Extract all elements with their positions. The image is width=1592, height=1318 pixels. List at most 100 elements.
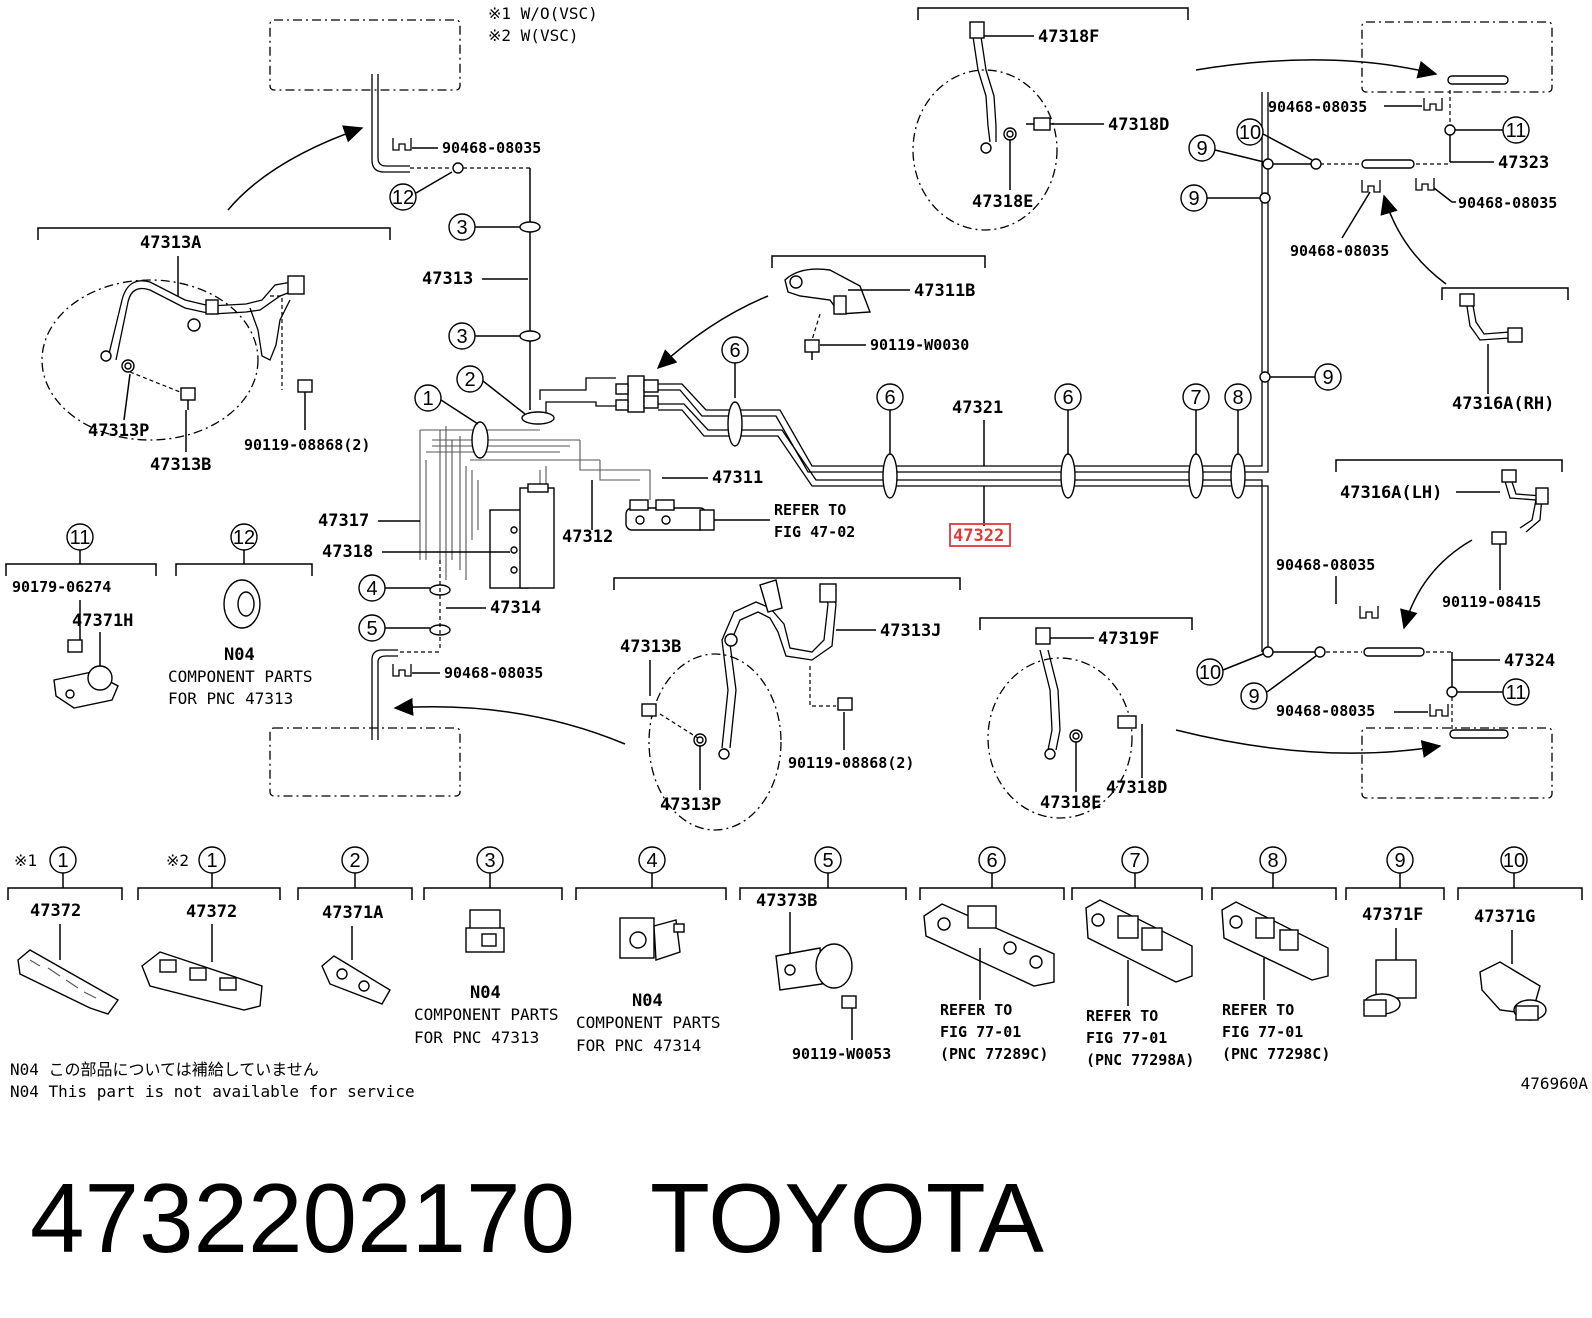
label-47318F: 47318F [1038, 27, 1099, 47]
svg-text:6: 6 [1062, 387, 1073, 409]
callout-6-legend: 6 [978, 846, 1006, 874]
svg-text:6: 6 [729, 340, 740, 362]
callout-1-legend-b: 1 [198, 846, 226, 874]
callout-3-upper: 3 [448, 213, 541, 241]
clip-47372-b [141, 951, 263, 1011]
wheel-box-rear-right-top [1361, 21, 1553, 93]
label-47313B-left: 47313B [150, 455, 211, 475]
label-47313B-mid: 47313B [620, 637, 681, 657]
callout-6-a: 6 [721, 336, 749, 447]
callout-11-top: 11 [1455, 116, 1530, 144]
label-component-parts-12b: FOR PNC 47313 [168, 689, 293, 708]
label-47323: 47323 [1498, 153, 1549, 173]
svg-text:4: 4 [646, 850, 657, 872]
label-90119-08415: 90119-08415 [1442, 593, 1541, 611]
legend-8-pnc: (PNC 77298C) [1222, 1045, 1330, 1063]
wheel-box-front-left-bottom [269, 727, 461, 797]
legend-component-parts-3a: COMPONENT PARTS [414, 1005, 559, 1024]
legend-6-pnc: (PNC 77289C) [940, 1045, 1048, 1063]
label-47317: 47317 [318, 511, 369, 531]
label-47322: 47322 [953, 526, 1004, 546]
callout-7: 7 [1182, 383, 1210, 499]
clip-47372-a [17, 949, 120, 1015]
bracket-47311B [784, 268, 871, 315]
figure-code: 476960A [1521, 1074, 1589, 1093]
label-90468-08035-b: 90468-08035 [444, 664, 543, 682]
legend-component-parts-4b: FOR PNC 47314 [576, 1036, 701, 1055]
svg-text:8: 8 [1267, 850, 1278, 872]
svg-text:7: 7 [1190, 387, 1201, 409]
legend-6-refer: REFER TO [940, 1001, 1012, 1019]
legend-7-refer: REFER TO [1086, 1007, 1158, 1025]
flow-arrow-47316A-RH [1380, 194, 1447, 285]
label-47311B: 47311B [914, 281, 975, 301]
svg-text:10: 10 [1503, 850, 1525, 872]
label-component-parts-12a: COMPONENT PARTS [168, 667, 313, 686]
svg-text:5: 5 [366, 618, 377, 640]
callout-4-main: 4 [358, 574, 451, 602]
brake-line-47322 [658, 403, 1263, 652]
svg-text:9: 9 [1248, 686, 1259, 708]
label-90179-06274: 90179-06274 [12, 578, 111, 596]
svg-text:1: 1 [206, 850, 217, 872]
label-n04-12: N04 [224, 645, 255, 665]
label-47311: 47311 [712, 468, 763, 488]
svg-text:9: 9 [1394, 850, 1405, 872]
callout-10-bottom: 10 [1196, 653, 1264, 686]
label-47318E-top: 47318E [972, 192, 1033, 212]
callout-1-legend-a: 1 [49, 846, 77, 874]
label-47324: 47324 [1504, 651, 1555, 671]
legend-47372-a: 47372 [30, 901, 81, 921]
callout-5-main: 5 [358, 614, 451, 642]
clip-47371F [1363, 959, 1417, 1017]
legend-n04-4: N04 [632, 991, 663, 1011]
callout-10-top: 10 [1236, 118, 1313, 161]
legend-8-fig: FIG 77-01 [1222, 1023, 1303, 1041]
legend-component-parts-3b: FOR PNC 47313 [414, 1028, 539, 1047]
label-47316A-LH: 47316A(LH) [1340, 483, 1442, 503]
hose-47316A-LH [1501, 469, 1549, 533]
vsc-note-1: ※1 W/O(VSC) [488, 4, 598, 23]
mark-2: ※2 [166, 851, 189, 870]
callout-7-legend: 7 [1121, 846, 1149, 874]
label-47313P-mid: 47313P [660, 795, 721, 815]
callout-3-lower: 3 [448, 322, 541, 350]
label-90468-08035-f: 90468-08035 [1276, 556, 1375, 574]
legend-n04-3: N04 [470, 983, 501, 1003]
flow-arrow-47316A-LH [1400, 539, 1473, 630]
label-47321: 47321 [952, 398, 1003, 418]
callout-9-bottom: 9 [1240, 655, 1317, 710]
callout-2-legend: 2 [341, 846, 369, 874]
svg-text:3: 3 [456, 217, 467, 239]
label-47313: 47313 [422, 269, 473, 289]
callout-12-top: 12 [389, 171, 453, 211]
hose-47316A-RH [1459, 293, 1523, 343]
callout-12-legend: 12 [230, 523, 258, 551]
label-47318D-top: 47318D [1108, 115, 1169, 135]
svg-text:5: 5 [822, 850, 833, 872]
label-90468-08035-c: 90468-08035 [1268, 98, 1367, 116]
footer-part-number: 4732202170 [30, 1163, 575, 1273]
svg-text:9: 9 [1188, 188, 1199, 210]
label-90119-08868-left: 90119-08868(2) [244, 436, 370, 454]
footer-brand: TOYOTA [650, 1163, 1045, 1273]
flow-arrow-bottom-right [1175, 729, 1442, 758]
clip-47371H [53, 639, 119, 709]
callout-11-legend: 11 [66, 523, 94, 551]
clamp-47373B [775, 943, 853, 991]
wheel-box-front-left-top [269, 19, 461, 91]
master-cylinder [625, 499, 736, 531]
legend-47373B: 47373B [756, 891, 817, 911]
label-47314: 47314 [490, 598, 541, 618]
service-note-jp: N04 この部品については補給していません [10, 1060, 319, 1079]
hose-group-47319F [987, 657, 1133, 819]
callout-6-c: 6 [1054, 383, 1082, 499]
svg-text:11: 11 [70, 527, 91, 549]
svg-text:9: 9 [1196, 138, 1207, 160]
grommet-12 [223, 579, 261, 629]
svg-text:10: 10 [1199, 662, 1221, 684]
callout-2-main: 2 [456, 365, 526, 415]
label-47316A-RH: 47316A(RH) [1452, 394, 1554, 414]
clip-4 [619, 917, 685, 961]
callout-9-legend: 9 [1386, 846, 1414, 874]
